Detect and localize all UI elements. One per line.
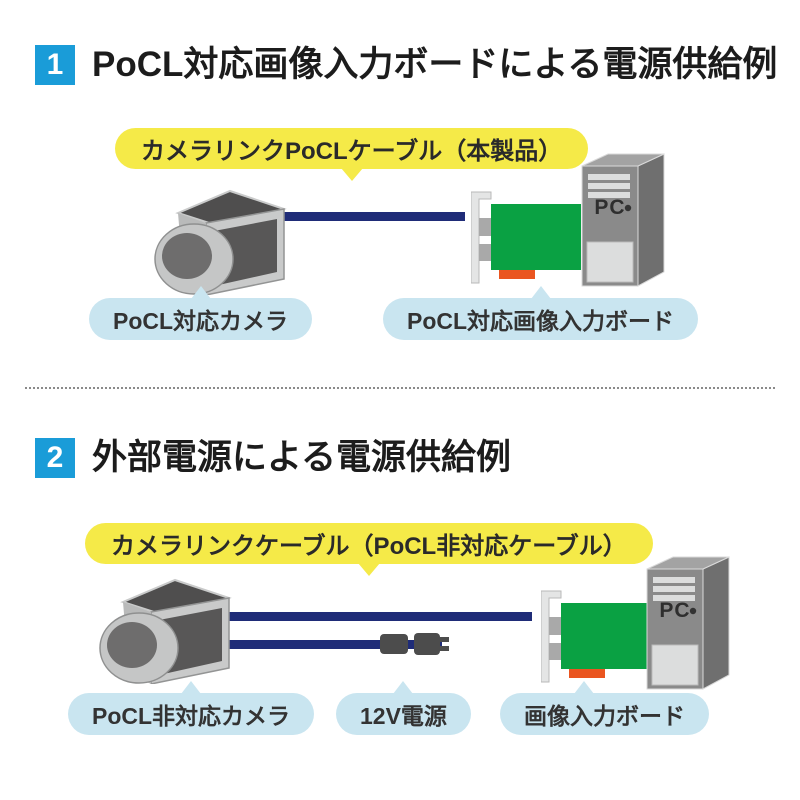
camera-label: PoCL対応カメラ bbox=[89, 286, 313, 340]
power-label: 12V電源 bbox=[336, 681, 471, 735]
pc-label: PC bbox=[594, 196, 626, 219]
board-label: PoCL対応画像入力ボード bbox=[383, 286, 699, 340]
camera-icon bbox=[154, 189, 287, 295]
power-label-text: 12V電源 bbox=[360, 703, 447, 729]
label-pointer-icon bbox=[573, 681, 594, 694]
section-number-badge: 1 bbox=[35, 45, 75, 85]
pc-tower-icon bbox=[646, 556, 730, 690]
power-connector-icon bbox=[380, 633, 449, 655]
cable-callout: カメラリンクケーブル（PoCL非対応ケーブル） bbox=[85, 523, 653, 576]
pc-label: PC bbox=[659, 599, 691, 622]
camera-label: PoCL非対応カメラ bbox=[68, 681, 315, 735]
callout-pointer-icon bbox=[340, 168, 363, 181]
capture-board-icon bbox=[541, 590, 651, 683]
section-number-badge: 2 bbox=[35, 438, 75, 478]
label-pointer-icon bbox=[190, 286, 211, 299]
cable-callout-text: カメラリンクケーブル（PoCL非対応ケーブル） bbox=[111, 533, 627, 560]
callout-pointer-icon bbox=[357, 563, 380, 576]
section-title: PoCL対応画像入力ボードによる電源供給例 bbox=[92, 45, 778, 84]
label-pointer-icon bbox=[181, 681, 202, 694]
power-cable bbox=[210, 640, 442, 649]
camera-link-cable bbox=[210, 612, 532, 621]
camera-label-text: PoCL非対応カメラ bbox=[92, 703, 291, 729]
board-label-text: 画像入力ボード bbox=[524, 703, 685, 729]
pc-tower-icon bbox=[581, 153, 665, 287]
board-label-text: PoCL対応画像入力ボード bbox=[407, 308, 675, 334]
label-pointer-icon bbox=[393, 681, 414, 694]
divider bbox=[25, 387, 775, 389]
section-title: 外部電源による電源供給例 bbox=[92, 438, 511, 477]
camera-label-text: PoCL対応カメラ bbox=[113, 308, 289, 334]
camera-icon bbox=[99, 578, 232, 684]
cable-callout-text: カメラリンクPoCLケーブル（本製品） bbox=[141, 138, 563, 165]
camera-link-cable bbox=[253, 212, 465, 221]
cable-callout: カメラリンクPoCLケーブル（本製品） bbox=[115, 128, 589, 181]
board-label: 画像入力ボード bbox=[500, 681, 709, 735]
capture-board-icon bbox=[471, 191, 581, 284]
label-pointer-icon bbox=[530, 286, 551, 299]
